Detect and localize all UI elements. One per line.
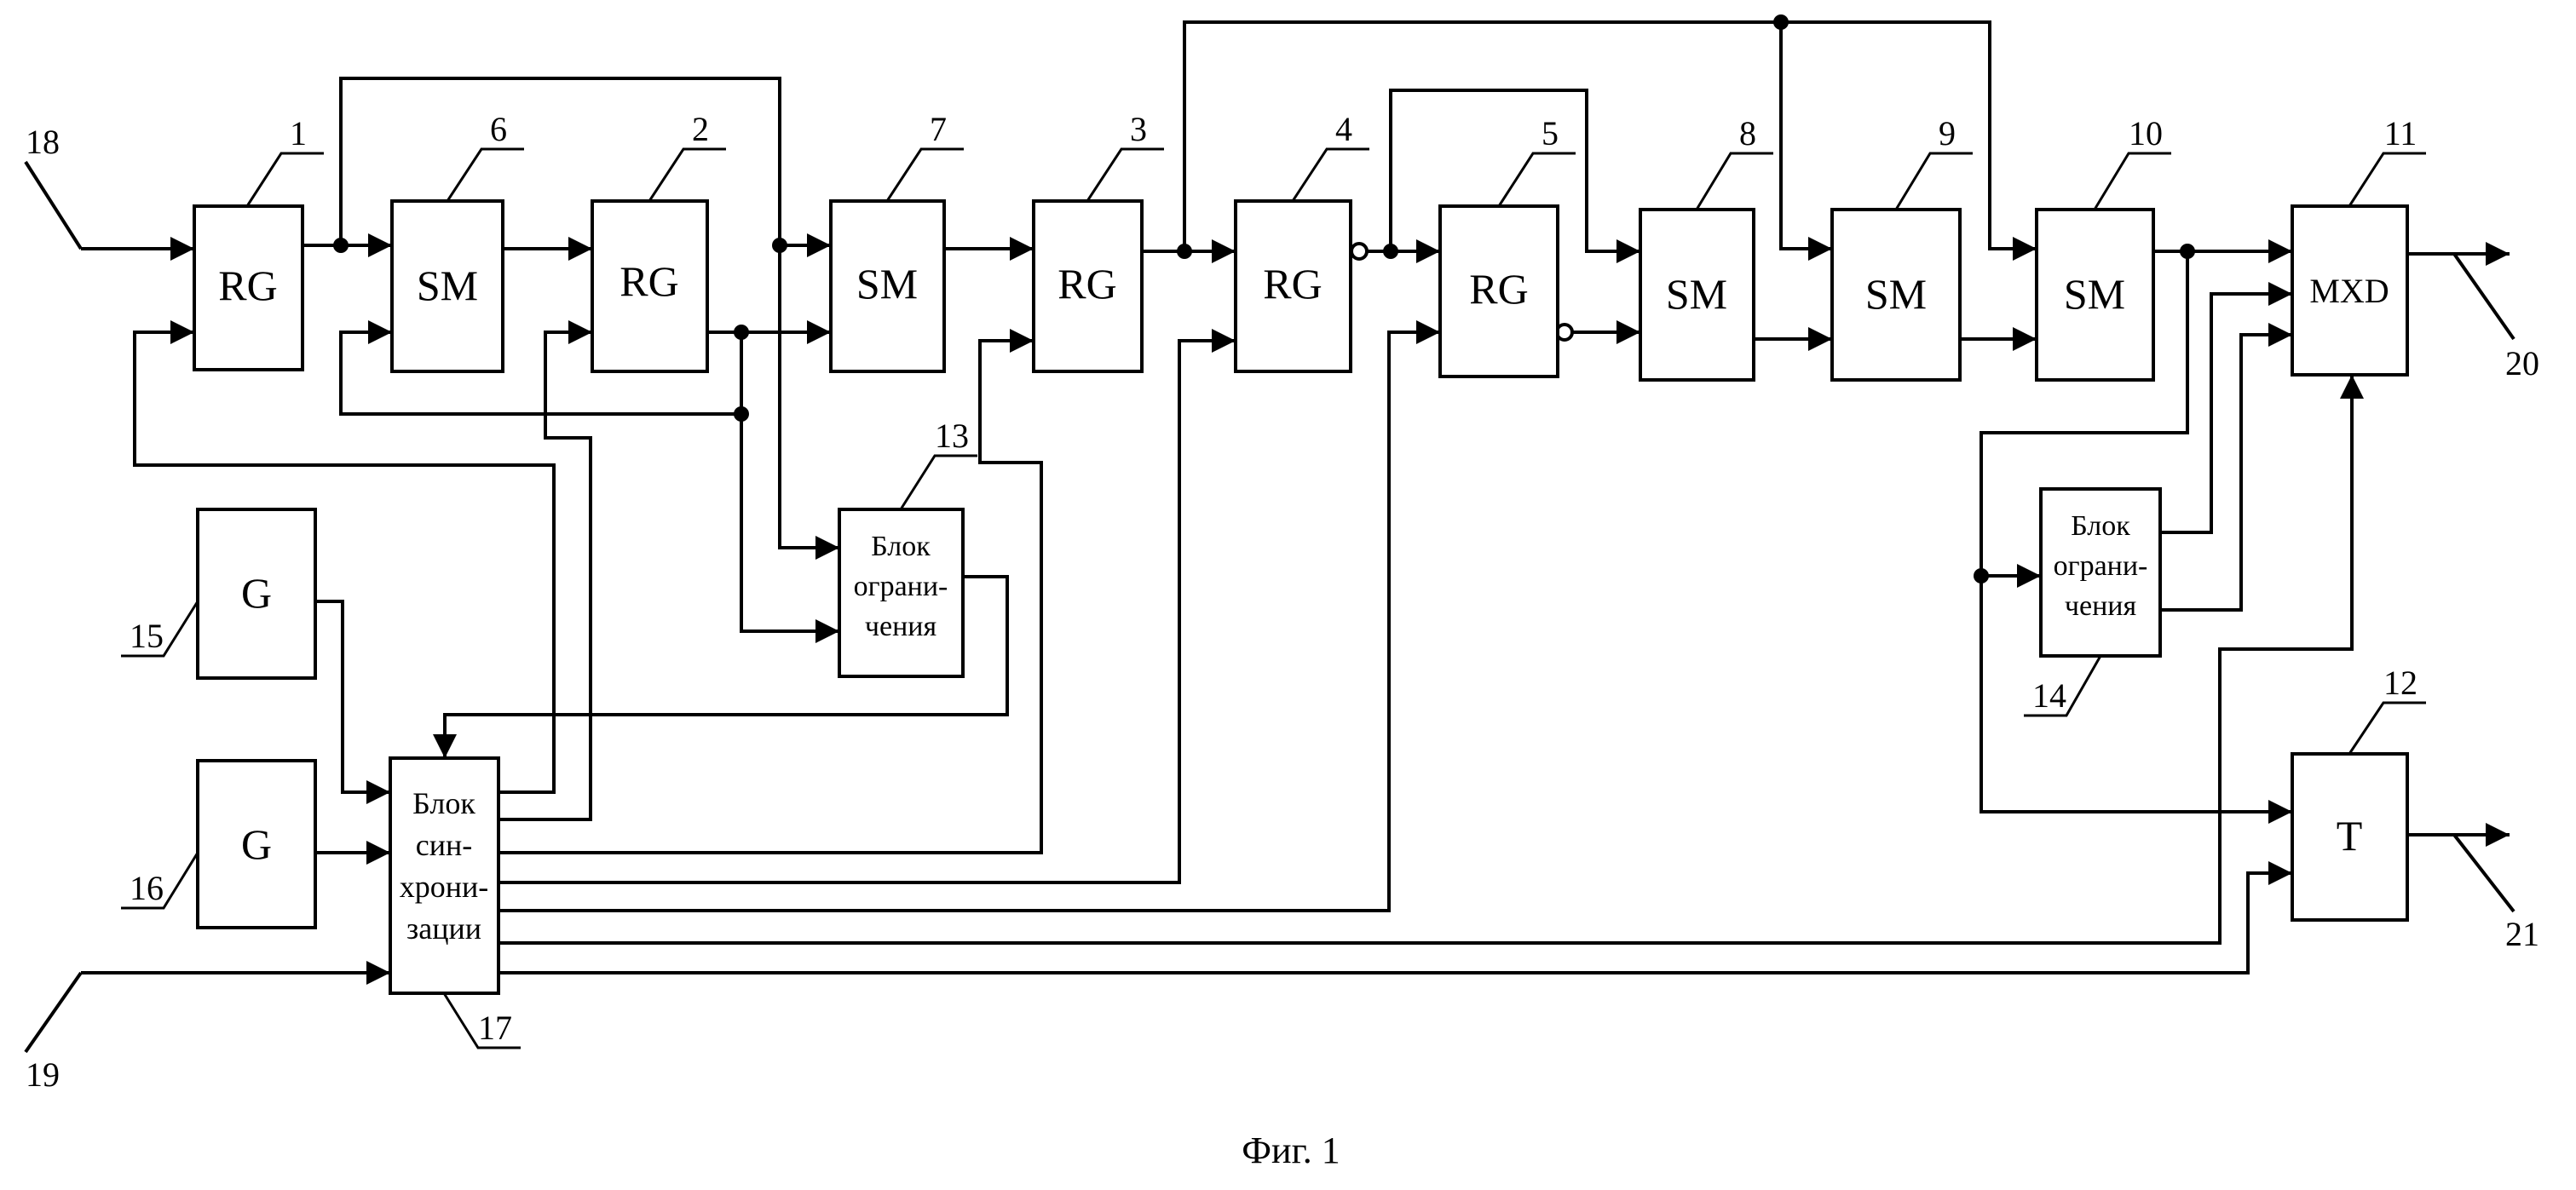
- block-limit-14-line-2: ограни-: [2054, 550, 2148, 582]
- block-rg-5-label: RG: [1469, 265, 1528, 313]
- ref-number-11: 11: [2384, 114, 2418, 152]
- block-sync-17-line-3: хрони-: [400, 870, 489, 904]
- figure-caption: Фиг. 1: [1242, 1130, 1340, 1171]
- block-rg-3-label: RG: [1057, 260, 1116, 308]
- ref-number-14: 14: [2032, 676, 2066, 715]
- block-sync-17-line-1: Блок: [412, 786, 475, 820]
- block-sm-8-label: SM: [1666, 270, 1727, 318]
- ref-number-4: 4: [1335, 110, 1352, 148]
- terminal-18-label: 18: [26, 123, 60, 161]
- block-limit-14-line-1: Блок: [2071, 510, 2130, 542]
- ref-number-1: 1: [290, 114, 307, 152]
- block-sync-17-line-2: син-: [416, 828, 473, 862]
- terminal-20-label: 20: [2505, 344, 2539, 382]
- block-rg-1-label: RG: [218, 262, 277, 309]
- block-limit-14-line-3: чения: [2065, 590, 2137, 622]
- block-sm-7-label: SM: [856, 260, 918, 308]
- ref-number-3: 3: [1130, 110, 1147, 148]
- ref-number-6: 6: [490, 110, 507, 148]
- block-limit-13-line-1: Блок: [871, 531, 931, 562]
- ref-number-13: 13: [935, 417, 969, 455]
- block-g-16-label: G: [241, 820, 272, 868]
- terminal-19-label: 19: [26, 1055, 60, 1094]
- block-sm-9-label: SM: [1865, 270, 1927, 318]
- block-limit-13-line-2: ограни-: [854, 571, 948, 602]
- block-limit-13-line-3: чения: [865, 611, 937, 642]
- ref-number-8: 8: [1739, 114, 1756, 152]
- ref-number-10: 10: [2129, 114, 2163, 152]
- ref-number-17: 17: [478, 1009, 512, 1047]
- block-sm-10-label: SM: [2064, 270, 2125, 318]
- block-sync-17-line-4: зации: [406, 911, 481, 946]
- block-rg-2-label: RG: [620, 257, 678, 305]
- terminal-21-label: 21: [2505, 915, 2539, 953]
- block-mxd-11-label: MXD: [2309, 272, 2389, 310]
- ref-number-2: 2: [692, 110, 709, 148]
- block-rg-4-label: RG: [1263, 260, 1322, 308]
- ref-number-16: 16: [130, 869, 164, 907]
- ref-number-15: 15: [130, 617, 164, 655]
- ref-number-7: 7: [930, 110, 947, 148]
- block-sm-6-label: SM: [417, 262, 478, 309]
- block-t-12-label: T: [2337, 812, 2363, 859]
- ref-number-9: 9: [1939, 114, 1956, 152]
- ref-number-12: 12: [2383, 664, 2418, 702]
- block-g-15-label: G: [241, 569, 272, 617]
- ref-number-5: 5: [1542, 114, 1559, 152]
